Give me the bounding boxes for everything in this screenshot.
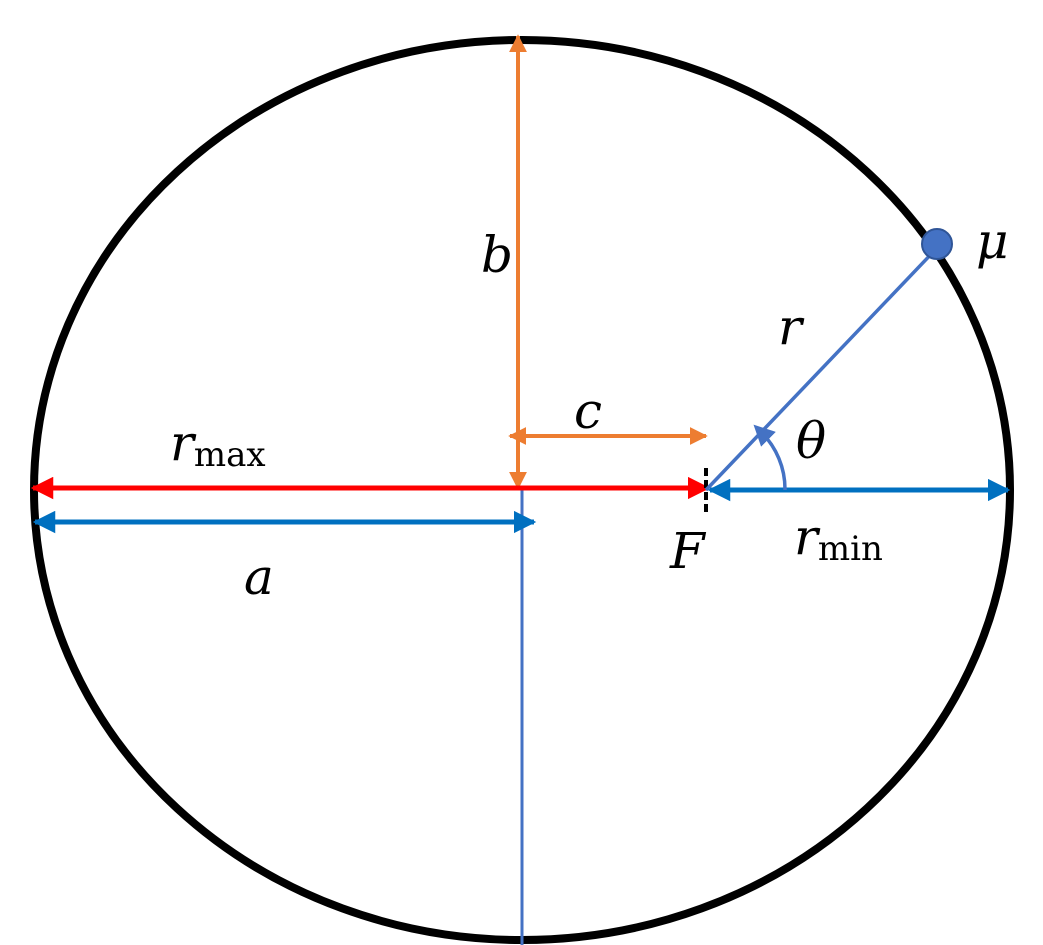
label-c: c <box>574 382 602 440</box>
label-r-min-main: r <box>794 508 821 566</box>
label-F: F <box>669 522 707 580</box>
label-r-max-main: r <box>170 414 197 472</box>
label-mu: μ <box>976 212 1009 270</box>
label-a: a <box>244 548 274 606</box>
label-r-max: rmax <box>170 414 266 475</box>
label-r: r <box>778 298 805 356</box>
label-b: b <box>481 226 513 284</box>
radius-r-line <box>704 246 939 492</box>
theta-arc <box>753 424 787 491</box>
orbiting-body <box>921 228 953 260</box>
label-r-min-sub: min <box>818 529 883 569</box>
label-r-max-sub: max <box>194 435 266 475</box>
label-theta: θ <box>796 412 826 470</box>
label-r-min: rmin <box>794 508 883 569</box>
